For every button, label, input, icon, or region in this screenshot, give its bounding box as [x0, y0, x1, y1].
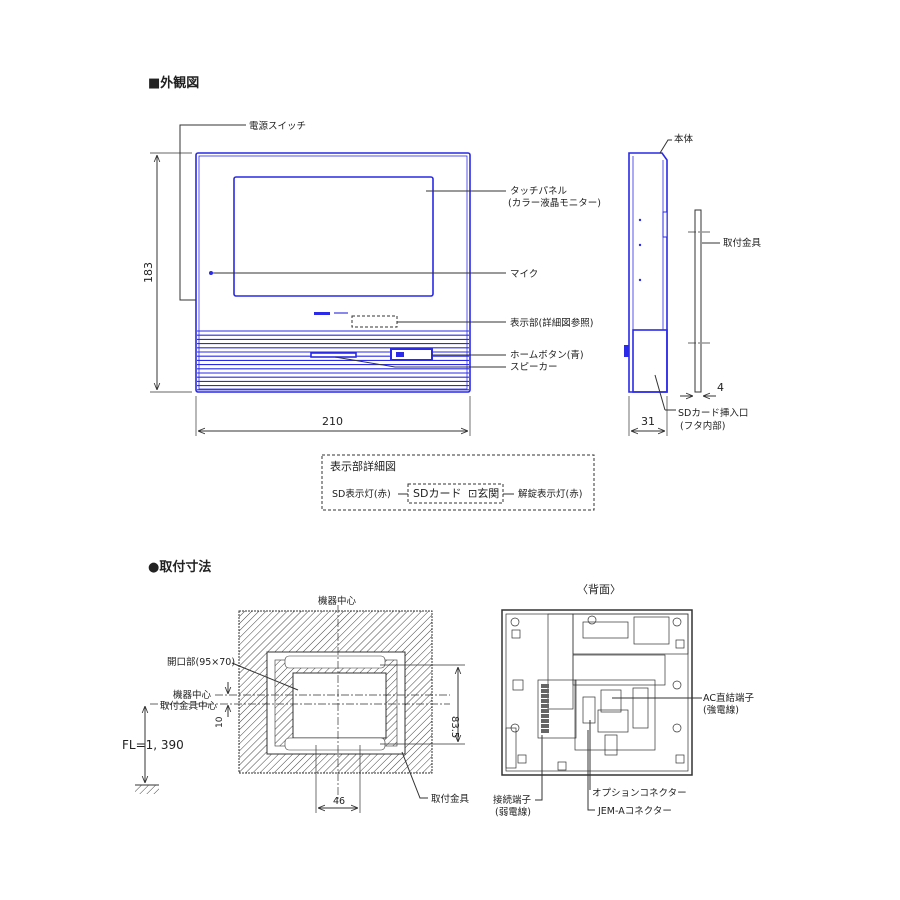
touch-panel-sublabel: (カラー液晶モニター) — [508, 197, 601, 209]
rear-title: 〈背面〉 — [577, 582, 621, 596]
power-switch-label: 電源スイッチ — [249, 121, 306, 132]
terminal-pin — [541, 724, 549, 728]
terminal-pin — [541, 699, 549, 703]
exterior-title: ■外観図 — [148, 75, 199, 91]
terminal-pin — [541, 709, 549, 713]
entrance-indicator: ⊡玄関 — [468, 486, 499, 500]
front-view — [150, 124, 506, 436]
device-center-label: 機器中心 — [173, 689, 212, 701]
offset-dimension: 10 — [215, 716, 225, 728]
terminal-pin — [541, 694, 549, 698]
option-connector-label: オプションコネクター — [592, 788, 687, 799]
opening-label: 開口部(95×70) — [167, 656, 235, 668]
jema-connector-label: JEM-Aコネクター — [597, 806, 672, 817]
terminal-label: 接続端子 — [493, 794, 532, 806]
display-area — [351, 315, 398, 328]
side-view — [624, 139, 720, 436]
mount-bracket-label: 取付金具 — [431, 793, 470, 805]
speaker-label: スピーカー — [510, 362, 558, 373]
bracket-center-label: 取付金具中心 — [160, 700, 218, 712]
unlock-lamp-label: 解錠表示灯(赤) — [518, 488, 582, 500]
opening — [292, 672, 387, 739]
ac-terminal-sublabel: (強電線) — [703, 704, 739, 716]
sd-slot-label: SDカード挿入口 — [678, 407, 748, 419]
display-label: 表示部(詳細図参照) — [510, 317, 593, 329]
terminal-pin — [541, 729, 549, 733]
touch-panel-label: タッチパネル — [510, 186, 568, 197]
side-bracket-label: 取付金具 — [723, 237, 762, 249]
terminal-pin — [541, 704, 549, 708]
display-detail-title: 表示部詳細図 — [330, 459, 396, 473]
width-dimension: 210 — [322, 415, 343, 428]
terminal-pin — [541, 684, 549, 688]
speaker-slot — [310, 352, 357, 358]
sd-card-indicator: SDカード — [413, 487, 461, 500]
home-button-label: ホームボタン(青) — [510, 349, 584, 361]
logo — [314, 312, 330, 315]
mounting-diagram — [135, 605, 465, 813]
body-label: 本体 — [674, 133, 694, 145]
rear-view — [501, 609, 702, 811]
bracket-thickness-dimension: 4 — [717, 381, 724, 394]
sd-lamp-label: SD表示灯(赤) — [332, 488, 391, 500]
bracket — [694, 209, 702, 393]
terminal-pin — [541, 714, 549, 718]
device-center-top-label: 機器中心 — [318, 595, 357, 607]
terminal-pin — [541, 689, 549, 693]
height-dimension: 183 — [142, 262, 155, 283]
mic-icon — [209, 271, 213, 275]
ac-terminal-label: AC直結端子 — [703, 692, 754, 704]
touch-panel-screen — [233, 176, 434, 297]
mic-label: マイク — [510, 269, 538, 280]
spacing-dimension: 46 — [333, 796, 345, 807]
sd-slot-sublabel: (フタ内部) — [680, 420, 725, 432]
floor-level-label: FL=1, 390 — [122, 738, 184, 752]
terminal-pin — [541, 719, 549, 723]
mounting-title: ●取付寸法 — [148, 559, 211, 575]
terminal-sublabel: (弱電線) — [495, 806, 531, 818]
mount-height-dimension: 83.5 — [449, 716, 460, 738]
display-detail — [321, 454, 595, 511]
speaker-grille — [197, 330, 469, 391]
depth-dimension: 31 — [641, 415, 655, 428]
